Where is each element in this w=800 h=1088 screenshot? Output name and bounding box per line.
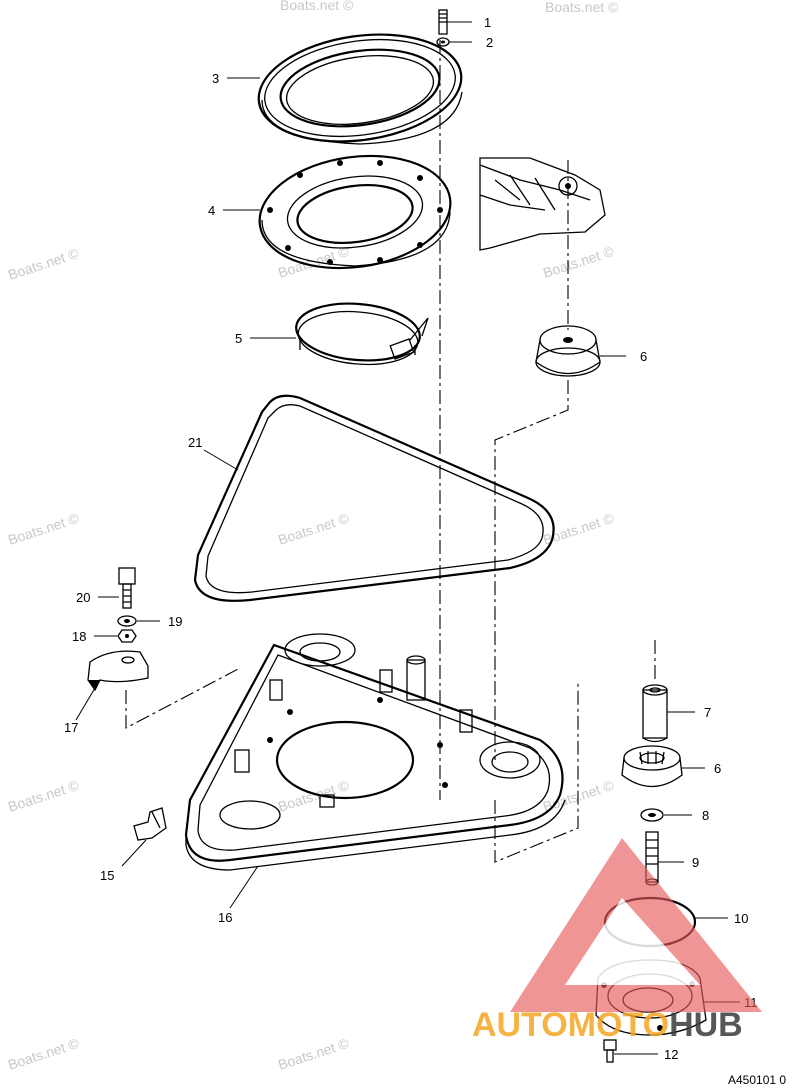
callout-21: 21 [188, 435, 202, 450]
part-4-flange-plate [258, 154, 452, 270]
callout-20: 20 [76, 590, 90, 605]
mounting-bracket [479, 157, 606, 251]
svg-text:AUTOMOTOHUB: AUTOMOTOHUB [472, 1006, 743, 1044]
callout-19: 19 [168, 614, 182, 629]
part-6-grommet [535, 325, 601, 377]
callout-1: 1 [484, 15, 491, 30]
automotohub-logo: AUTOMOTOHUB [472, 838, 762, 1044]
callout-10: 10 [734, 911, 748, 926]
part-2-washer [436, 37, 450, 47]
part-21-seal [193, 394, 555, 602]
part-8-washer [640, 808, 664, 822]
part-5-hose-clamp [295, 302, 429, 366]
watermark: Boats.net © [541, 243, 616, 281]
logo-word-automoto: AUTOMOTO [472, 1006, 669, 1044]
callout-17: 17 [64, 720, 78, 735]
callout-18: 18 [72, 629, 86, 644]
watermarks: Boats.net © Boats.net © Boats.net © Boat… [6, 0, 619, 1073]
watermark: Boats.net © [6, 777, 81, 815]
watermark: Boats.net © [6, 245, 81, 283]
logo-triangle-inner [565, 898, 700, 985]
watermark: Boats.net © [276, 1035, 351, 1073]
watermark: Boats.net © [545, 0, 619, 15]
watermark: Boats.net © [276, 777, 351, 815]
callout-7: 7 [704, 705, 711, 720]
callout-4: 4 [208, 203, 215, 218]
watermark: Boats.net © [276, 510, 351, 548]
callout-5: 5 [235, 331, 242, 346]
part-16-housing [184, 633, 566, 871]
watermark: Boats.net © [6, 510, 81, 548]
watermark: Boats.net © [280, 0, 354, 13]
part-7-sleeve [642, 684, 668, 743]
part-18-spacer [117, 629, 137, 643]
callout-15: 15 [100, 868, 114, 883]
part-1-screw [438, 9, 448, 35]
part-20-bolt [118, 567, 136, 609]
figure-code: A450101 0 [728, 1073, 786, 1087]
callout-9: 9 [692, 855, 699, 870]
part-17-clip [87, 650, 149, 692]
callout-8: 8 [702, 808, 709, 823]
watermark: Boats.net © [541, 777, 616, 815]
callout-2: 2 [486, 35, 493, 50]
callout-6-lower: 6 [714, 761, 721, 776]
center-lines [125, 40, 656, 863]
part-12-screw [603, 1039, 617, 1063]
part-3-ring-flange [257, 33, 463, 145]
part-19-washer [117, 615, 137, 627]
watermark: Boats.net © [6, 1035, 81, 1073]
callout-12: 12 [664, 1047, 678, 1062]
callout-16: 16 [218, 910, 232, 925]
callout-6: 6 [640, 349, 647, 364]
part-15-elbow-fitting [133, 807, 167, 841]
logo-word-hub: HUB [669, 1006, 743, 1044]
callout-3: 3 [212, 71, 219, 86]
part-6-grommet-lower [621, 745, 683, 788]
